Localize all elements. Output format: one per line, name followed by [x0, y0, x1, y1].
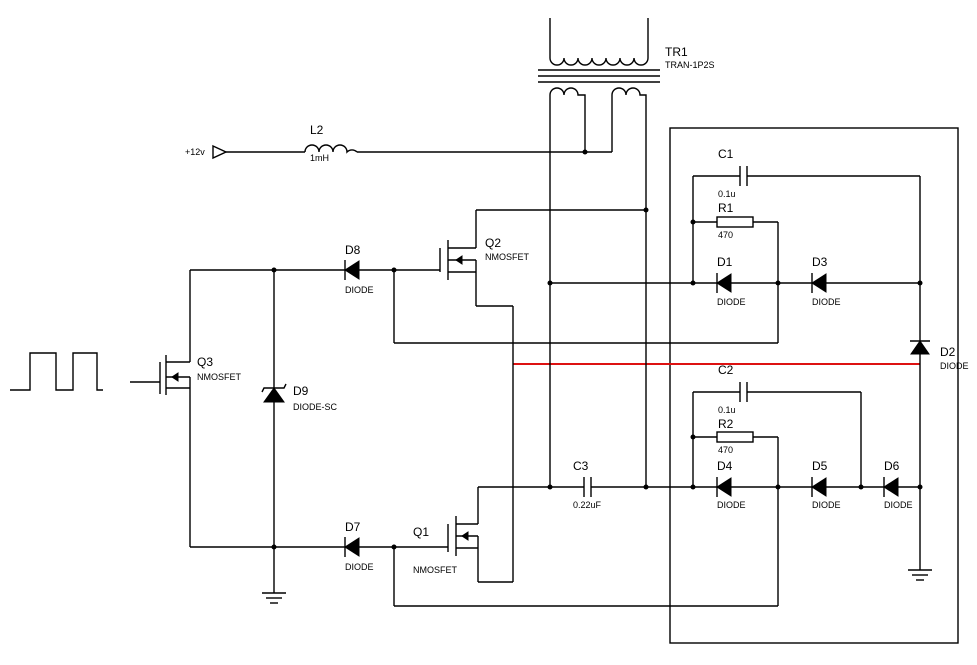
d5-ref: D5 [812, 459, 828, 473]
diode-d4 [716, 477, 732, 497]
capacitor-c1 [739, 166, 748, 186]
d1-value: DIODE [717, 297, 746, 307]
d6-value: DIODE [884, 500, 913, 510]
mosfet-q1 [447, 487, 479, 582]
d9-ref: D9 [293, 384, 309, 398]
c1-ref: C1 [718, 147, 734, 161]
c2-value: 0.1u [718, 405, 736, 415]
c3-ref: C3 [573, 459, 589, 473]
inductor-l2 [304, 144, 358, 154]
c3-value: 0.22uF [573, 500, 602, 510]
capacitor-c3 [583, 477, 592, 497]
diode-d8 [344, 260, 360, 280]
l2-value: 1mH [310, 153, 329, 163]
d9-value: DIODE-SC [293, 402, 338, 412]
rectifier-enclosure [669, 127, 959, 644]
d5-value: DIODE [812, 500, 841, 510]
d4-ref: D4 [717, 459, 733, 473]
transformer-tr1 [538, 18, 660, 110]
diode-d6 [883, 477, 899, 497]
d2-value: DIODE [940, 361, 969, 371]
diode-d2 [910, 340, 930, 355]
d4-value: DIODE [717, 500, 746, 510]
d7-ref: D7 [345, 520, 361, 534]
d2-ref: D2 [940, 345, 956, 359]
ground-left [262, 592, 286, 604]
diode-d7 [344, 537, 360, 557]
r1-ref: R1 [718, 201, 734, 215]
square-wave-input [10, 352, 103, 391]
diode-d5 [811, 477, 827, 497]
q2-value: NMOSFET [485, 252, 530, 262]
d3-value: DIODE [812, 297, 841, 307]
l2-ref: L2 [310, 123, 324, 137]
d8-value: DIODE [345, 285, 374, 295]
q1-value: NMOSFET [413, 565, 458, 575]
q1-ref: Q1 [413, 525, 429, 539]
d1-ref: D1 [717, 255, 733, 269]
capacitor-c2 [739, 382, 748, 402]
ground-right [908, 569, 932, 581]
q3-value: NMOSFET [197, 372, 242, 382]
vin-label: +12v [185, 147, 205, 157]
d6-ref: D6 [884, 459, 900, 473]
r2-ref: R2 [718, 417, 734, 431]
vin-terminal [212, 144, 228, 160]
mosfet-q2 [439, 210, 477, 306]
q2-ref: Q2 [485, 236, 501, 250]
d3-ref: D3 [812, 255, 828, 269]
tr1-value: TRAN-1P2S [665, 60, 715, 70]
resistor-r2 [716, 431, 754, 443]
q3-ref: Q3 [197, 355, 213, 369]
r1-value: 470 [718, 230, 733, 240]
c1-value: 0.1u [718, 189, 736, 199]
diode-d3 [811, 273, 827, 293]
resistor-r1 [716, 216, 754, 228]
mosfet-q3 [130, 355, 191, 395]
diode-d1 [716, 273, 732, 293]
tr1-ref: TR1 [665, 45, 688, 59]
d7-value: DIODE [345, 562, 374, 572]
c2-ref: C2 [718, 363, 734, 377]
d8-ref: D8 [345, 243, 361, 257]
r2-value: 470 [718, 445, 733, 455]
